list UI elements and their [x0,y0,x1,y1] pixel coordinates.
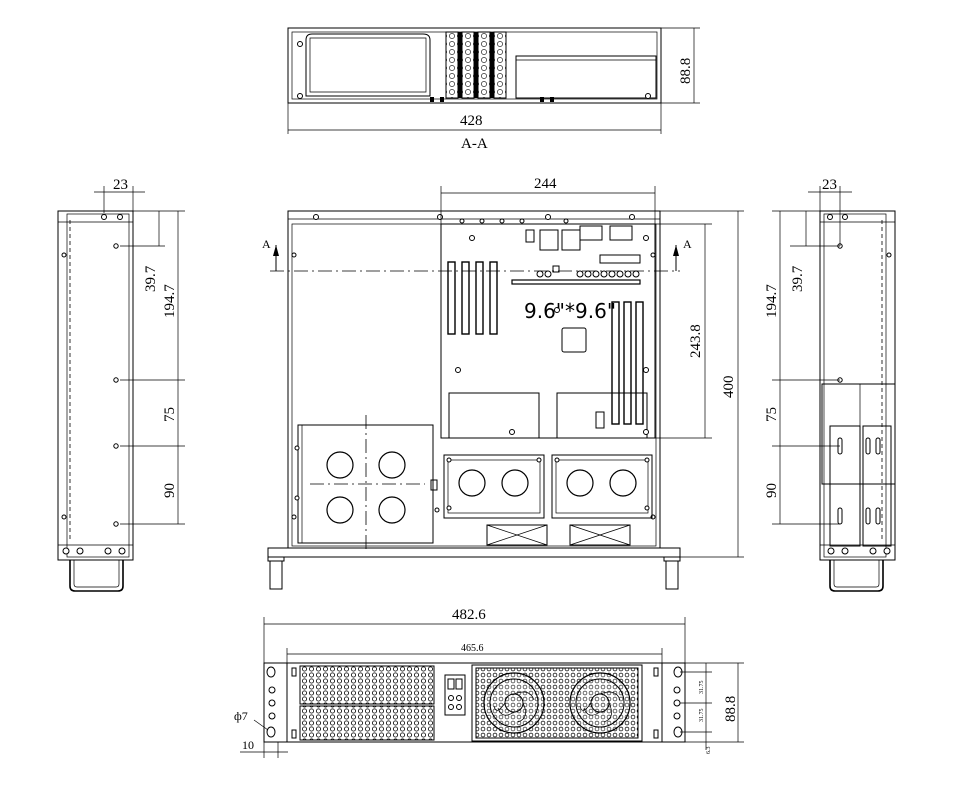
right-offset-label: 23 [822,177,837,193]
board-size-label: 9.6"*9.6" [524,299,616,323]
section-view-a-a: 88.8 428 A-A [287,27,700,152]
overall-width-label: 482.6 [452,607,486,623]
right-hole2-label: 194.7 [764,284,780,318]
front-height-label: 88.8 [723,696,739,722]
right-hole1-label: 39.7 [790,265,806,292]
depth-label: 400 [721,376,737,399]
hole-dia-label: ф7 [234,709,248,723]
section-label: A-A [461,136,488,152]
right-hole3-label: 75 [764,407,780,422]
left-side-view: 23 39.7 194.7 75 90 [57,177,185,592]
small-dim-2: 31.75 [699,709,705,723]
top-width-label: 428 [460,113,483,129]
motherboard: 9.6"*9.6" [440,223,656,439]
small-dim-1: 31.75 [699,681,705,695]
left-hole2-label: 194.7 [162,284,178,318]
left-hole3-label: 75 [162,407,178,422]
left-offset-label: 23 [113,177,128,193]
section-marker-right: A [683,237,692,251]
inner-width-label: 465.6 [461,643,484,654]
edge-label: 10 [242,738,254,752]
expansion-cards [445,31,507,99]
board-width-label: 244 [534,176,557,192]
small-dim-3: 6.3 [706,747,712,755]
top-height-label: 88.8 [678,58,694,84]
left-hole1-label: 39.7 [143,265,159,292]
front-view: 482.6 465.6 88.8 31.75 31.75 6.3 ф7 10 [234,607,744,758]
psu-bay [294,415,440,550]
fan-trays [443,454,653,546]
plan-view: 9.6"*9.6" [262,176,744,590]
board-depth-label: 243.8 [688,324,704,358]
section-marker-left: A [262,237,271,251]
left-hole4-label: 90 [162,483,178,498]
right-side-view: 23 39.7 194.7 75 90 [764,177,896,592]
right-hole4-label: 90 [764,483,780,498]
